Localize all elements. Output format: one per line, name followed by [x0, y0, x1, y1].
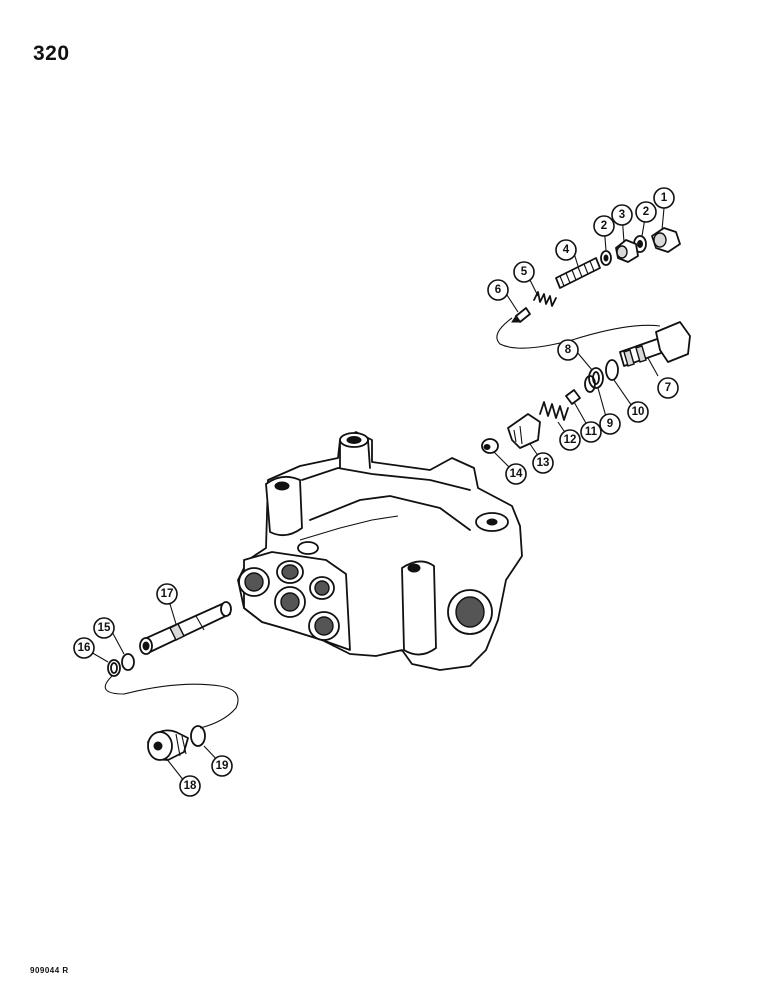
svg-text:1: 1 [661, 192, 668, 204]
callout-4: 4 [555, 239, 577, 261]
callout-8: 8 [557, 339, 579, 361]
part-13-seat [507, 413, 541, 449]
callout-9: 9 [599, 413, 621, 435]
part-10-o-ring [605, 359, 619, 381]
svg-text:10: 10 [632, 406, 645, 418]
callout-7: 7 [657, 377, 679, 399]
svg-text:4: 4 [563, 244, 570, 256]
callout-18: 18 [179, 775, 201, 797]
svg-text:15: 15 [98, 622, 111, 634]
callout-6: 6 [487, 279, 509, 301]
part-8-backup-ring [588, 367, 604, 389]
svg-text:19: 19 [216, 760, 229, 772]
part-17-spool [139, 601, 232, 655]
callout-13: 13 [532, 452, 554, 474]
callout-11: 11 [580, 421, 602, 443]
page-number: 320 [33, 42, 70, 65]
callout-1: 1 [653, 187, 675, 209]
callout-3: 3 [611, 204, 633, 226]
part-9-o-ring [584, 375, 596, 393]
part-2-washer-b [600, 250, 612, 266]
svg-text:16: 16 [78, 642, 91, 654]
part-18-plug [147, 729, 189, 761]
callout-16: 16 [73, 637, 95, 659]
svg-text:17: 17 [161, 588, 174, 600]
part-16-backup-ring [107, 659, 121, 677]
svg-text:7: 7 [665, 382, 671, 394]
part-4-adjusting-screw [555, 257, 601, 289]
callout-12: 12 [559, 429, 581, 451]
part-6-poppet [511, 307, 531, 323]
assembly-loop-line-upper [496, 317, 661, 349]
svg-text:14: 14 [510, 468, 523, 480]
svg-text:6: 6 [495, 284, 501, 296]
part-1-nut [651, 227, 681, 253]
callout-10: 10 [627, 401, 649, 423]
svg-text:12: 12 [564, 434, 577, 446]
svg-text:8: 8 [565, 344, 572, 356]
part-7-relief-cartridge [619, 321, 691, 367]
part-19-o-ring [190, 725, 206, 747]
svg-text:2: 2 [601, 220, 607, 232]
svg-text:18: 18 [184, 780, 197, 792]
figure-code: 909044 R [30, 966, 69, 975]
part-12-spring [539, 401, 569, 421]
callout-2a: 2 [635, 201, 657, 223]
part-3-nut [615, 239, 639, 263]
part-14-insert [481, 438, 499, 454]
assembly-loop-line-lower [104, 675, 239, 729]
callout-5: 5 [513, 261, 535, 283]
callout-2b: 2 [593, 215, 615, 237]
callout-14: 14 [505, 463, 527, 485]
svg-text:9: 9 [607, 418, 613, 430]
svg-text:2: 2 [643, 206, 649, 218]
part-11-poppet [565, 389, 581, 405]
callout-19: 19 [211, 755, 233, 777]
callout-17: 17 [156, 583, 178, 605]
callout-15: 15 [93, 617, 115, 639]
part-5-spring [533, 291, 557, 307]
svg-text:3: 3 [619, 209, 625, 221]
svg-text:11: 11 [585, 426, 598, 438]
valve-body [237, 431, 523, 671]
part-15-o-ring [121, 653, 135, 671]
svg-text:13: 13 [537, 457, 550, 469]
svg-text:5: 5 [521, 266, 528, 278]
